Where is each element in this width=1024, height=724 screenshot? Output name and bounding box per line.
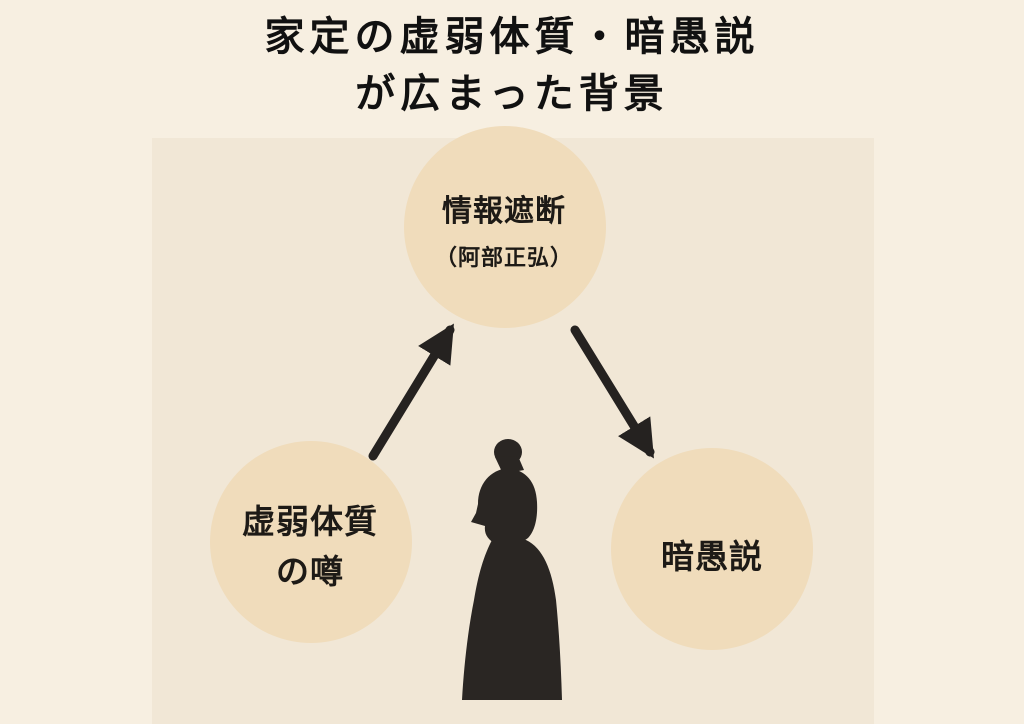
title-line-1: 家定の虚弱体質・暗愚説: [264, 13, 760, 60]
arrow-rumor-to-blockade: [368, 323, 455, 461]
diagram-title: 家定の虚弱体質・暗愚説 が広まった背景: [0, 8, 1024, 122]
node-label-abe-masahiro: （阿部正弘）: [434, 245, 573, 271]
node-label-rumor: の噂: [276, 552, 344, 591]
arrow-blockade-to-theory: [570, 325, 655, 459]
samurai-silhouette-icon: [462, 439, 562, 700]
title-line-2: が広まった背景: [355, 70, 669, 117]
node-circle-foolish-theory: [611, 448, 813, 650]
node-label-weak-constitution: 虚弱体質: [242, 502, 378, 541]
node-circle-weak-rumor: [210, 441, 412, 643]
node-circle-information-blockade: [404, 126, 606, 328]
node-label-information-blockade: 情報遮断: [442, 194, 566, 229]
node-label-foolish-theory: 暗愚説: [661, 537, 763, 576]
